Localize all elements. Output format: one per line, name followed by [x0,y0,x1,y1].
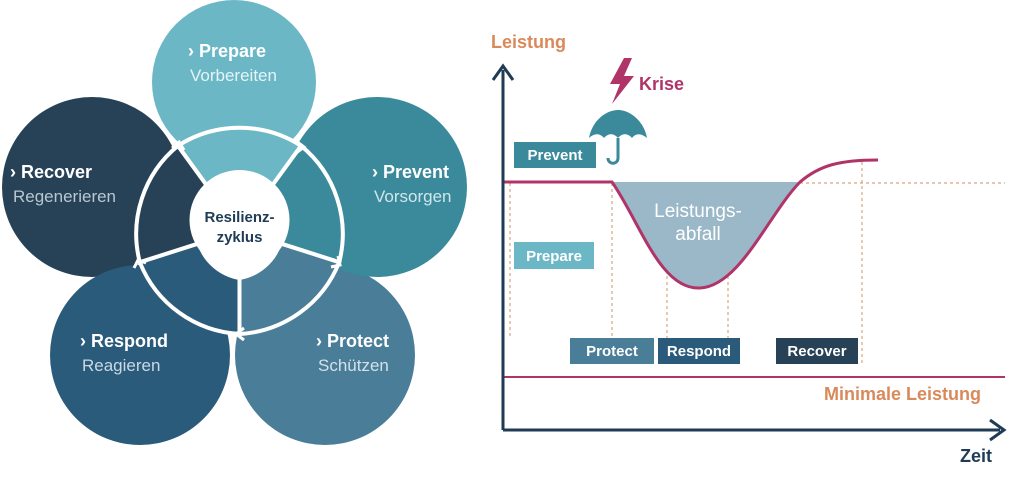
x-axis-label: Zeit [960,446,992,466]
axes [491,63,1007,442]
petal-title-prepare: › Prepare [188,41,266,61]
umbrella-canopy [589,110,647,138]
box-prevent-bg [514,142,596,168]
resilience-cycle: Resilienz- zyklus › Prepare Vorbereiten … [2,0,467,445]
cycle-center [189,170,290,270]
ring-segment-respond [137,240,242,337]
petal-sub-recover: Regenerieren [13,187,116,206]
center-label-line1: Resilienz- [204,209,274,226]
performance-curve [503,158,879,290]
box-recover-label: Recover [787,343,846,360]
y-axis-arrow [491,63,515,81]
arrow-notch-5 [171,139,186,151]
box-recover: Recover [776,338,858,364]
drop-label-line2: abfall [675,224,720,245]
petal-sub-prevent: Vorsorgen [374,187,452,206]
box-protect-label: Protect [586,343,638,360]
arrow-notch-1 [295,139,307,155]
ring-arrows [132,139,342,342]
ring-segment-protect [237,240,342,337]
box-respond-label: Respond [667,343,731,360]
umbrella-icon [589,110,647,165]
box-protect-bg [570,338,654,364]
box-recover-bg [776,338,858,364]
box-prepare-bg [514,242,594,269]
box-respond-bg [658,338,740,364]
lightning-icon [610,58,634,104]
center-label-line2: zyklus [217,229,263,246]
crisis-label: Krise [639,74,684,94]
x-axis-arrow [989,418,1007,442]
box-respond: Respond [658,338,740,364]
minimal-performance-label: Minimale Leistung [824,384,981,404]
petal-sub-protect: Schützen [318,356,389,375]
box-protect: Protect [570,338,654,364]
arrow-notch-4 [132,258,147,269]
petal-sub-respond: Reagieren [82,356,160,375]
petal-title-protect: › Protect [316,331,389,351]
petal-title-recover: › Recover [10,162,92,182]
petal-prepare [152,0,316,164]
petal-title-prevent: › Prevent [372,162,449,182]
arrow-notch-2 [330,255,342,269]
petal-title-respond: › Respond [80,331,168,351]
performance-graph: Leistung Zeit Minimale Leistung Krise Pr… [491,32,1007,466]
drop-label-line1: Leistungs- [654,201,742,222]
box-prevent: Prevent [514,142,596,168]
box-prevent-label: Prevent [527,147,582,164]
box-prepare: Prepare [514,242,594,269]
umbrella-handle [606,138,620,165]
guide-lines [509,162,1005,363]
petal-sub-prepare: Vorbereiten [190,66,277,85]
arrow-notch-3 [233,326,245,342]
y-axis-label: Leistung [491,32,566,52]
box-prepare-label: Prepare [526,248,582,265]
